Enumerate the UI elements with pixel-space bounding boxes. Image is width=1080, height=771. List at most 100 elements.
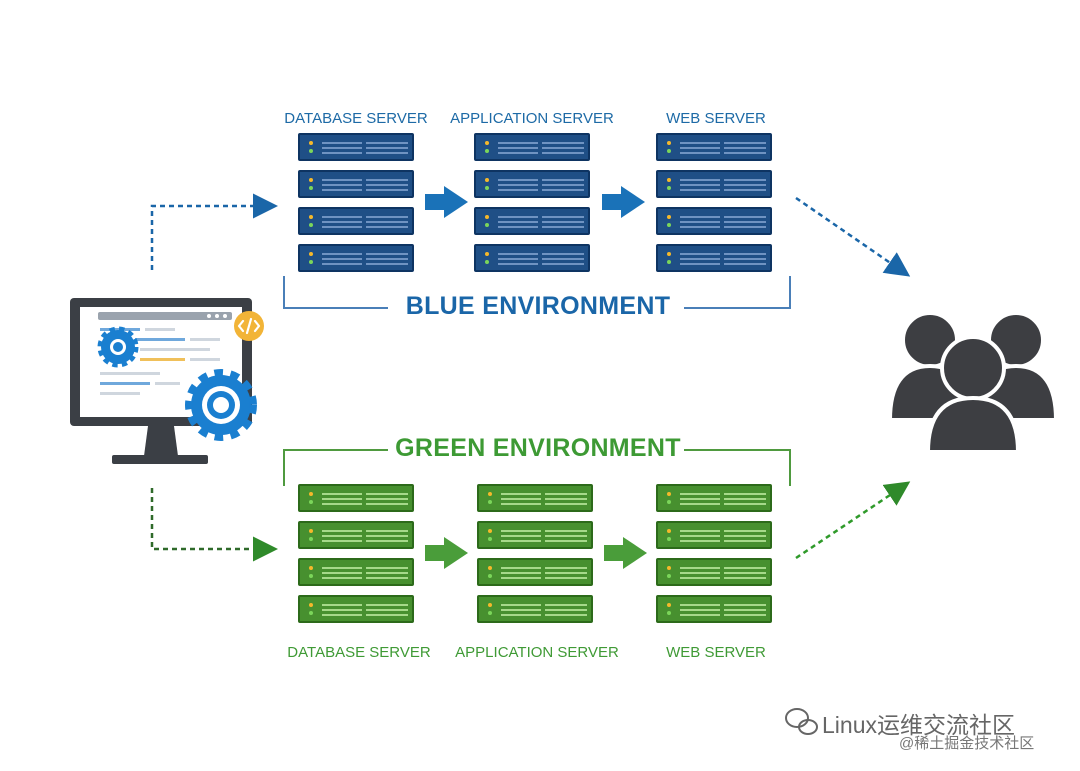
server-vent	[366, 609, 408, 611]
server-status-led	[667, 252, 671, 256]
server-vent	[322, 614, 362, 616]
green-server-unit	[298, 521, 414, 549]
server-status-led	[485, 223, 489, 227]
server-status-led	[485, 141, 489, 145]
server-status-led	[309, 574, 313, 578]
server-vent	[542, 216, 584, 218]
server-status-led	[309, 252, 313, 256]
server-vent	[680, 503, 720, 505]
green-flow-arrow-1	[425, 537, 468, 569]
server-vent	[498, 184, 538, 186]
server-vent	[366, 493, 408, 495]
server-status-led	[485, 252, 489, 256]
blue-flow-arrow-2	[602, 186, 645, 218]
server-vent	[498, 216, 538, 218]
server-status-led	[488, 529, 492, 533]
server-vent	[501, 530, 541, 532]
server-vent	[680, 540, 720, 542]
server-vent	[322, 503, 362, 505]
server-status-led	[667, 492, 671, 496]
server-vent	[498, 226, 538, 228]
server-vent	[501, 503, 541, 505]
server-vent	[680, 493, 720, 495]
code-icon	[234, 311, 264, 341]
server-status-led	[667, 149, 671, 153]
server-vent	[542, 184, 584, 186]
server-vent	[498, 258, 538, 260]
server-status-led	[488, 537, 492, 541]
server-vent	[366, 498, 408, 500]
server-status-led	[309, 260, 313, 264]
server-vent	[366, 216, 408, 218]
blue-server-unit	[474, 170, 590, 198]
server-vent	[724, 609, 766, 611]
server-vent	[366, 147, 408, 149]
server-status-led	[488, 500, 492, 504]
server-vent	[724, 567, 766, 569]
deploy-blue-dashed-arrow	[150, 193, 278, 270]
server-vent	[724, 263, 766, 265]
server-vent	[724, 530, 766, 532]
server-vent	[501, 498, 541, 500]
server-vent	[680, 614, 720, 616]
server-vent	[501, 540, 541, 542]
server-vent	[545, 567, 587, 569]
server-vent	[322, 179, 362, 181]
blue-server-unit	[474, 207, 590, 235]
server-vent	[680, 226, 720, 228]
server-vent	[724, 152, 766, 154]
server-vent	[322, 540, 362, 542]
server-vent	[680, 567, 720, 569]
server-vent	[680, 535, 720, 537]
server-vent	[680, 498, 720, 500]
server-vent	[366, 184, 408, 186]
server-vent	[545, 540, 587, 542]
server-vent	[724, 614, 766, 616]
server-vent	[680, 147, 720, 149]
server-vent	[680, 184, 720, 186]
server-status-led	[667, 500, 671, 504]
server-vent	[501, 567, 541, 569]
server-vent	[542, 142, 584, 144]
server-vent	[322, 567, 362, 569]
server-vent	[501, 572, 541, 574]
server-vent	[498, 142, 538, 144]
watermark-main-text: Linux运维交流社区	[822, 712, 1015, 738]
server-vent	[724, 253, 766, 255]
server-vent	[366, 567, 408, 569]
server-vent	[322, 216, 362, 218]
wechat-icon	[785, 708, 818, 735]
server-vent	[724, 604, 766, 606]
server-status-led	[485, 260, 489, 264]
blue-environment-title: BLUE ENVIRONMENT	[405, 292, 671, 320]
blue-flow-arrow-1	[425, 186, 468, 218]
server-vent	[322, 572, 362, 574]
server-vent	[322, 142, 362, 144]
server-status-led	[667, 529, 671, 533]
server-status-led	[488, 611, 492, 615]
server-vent	[322, 226, 362, 228]
server-status-led	[309, 566, 313, 570]
server-vent	[680, 216, 720, 218]
server-vent	[680, 189, 720, 191]
server-vent	[680, 572, 720, 574]
server-status-led	[309, 537, 313, 541]
green-environment-title: GREEN ENVIRONMENT	[395, 434, 681, 462]
server-vent	[366, 535, 408, 537]
server-vent	[545, 530, 587, 532]
green-database-server-label: DATABASE SERVER	[287, 644, 431, 661]
server-status-led	[485, 215, 489, 219]
server-vent	[366, 604, 408, 606]
server-vent	[724, 147, 766, 149]
server-vent	[366, 253, 408, 255]
server-vent	[366, 614, 408, 616]
server-vent	[322, 184, 362, 186]
server-vent	[680, 179, 720, 181]
server-vent	[724, 493, 766, 495]
server-status-led	[667, 141, 671, 145]
server-vent	[545, 609, 587, 611]
server-status-led	[309, 178, 313, 182]
blue-server-unit	[656, 170, 772, 198]
server-vent	[322, 263, 362, 265]
server-vent	[366, 577, 408, 579]
